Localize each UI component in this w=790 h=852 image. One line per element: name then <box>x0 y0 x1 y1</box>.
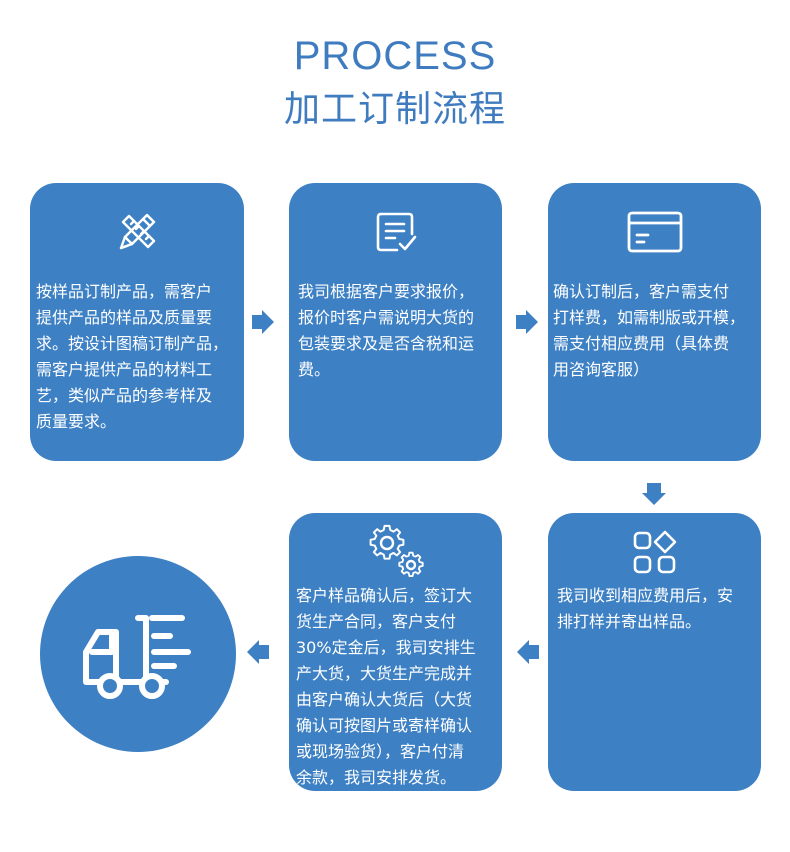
gears-icon <box>367 523 427 583</box>
arrow-right-icon <box>252 310 274 338</box>
arrow-left-icon <box>247 640 269 668</box>
document-check-icon <box>373 209 419 259</box>
apps-grid-icon <box>631 529 679 581</box>
arrow-right-icon <box>516 310 538 338</box>
step-card-3: 确认订制后，客户需支付 打样费，如需制版或开模， 需支付相应费用（具体费 用咨询… <box>548 183 761 461</box>
payment-card-icon <box>626 210 684 258</box>
title-english: PROCESS <box>293 34 497 78</box>
shipping-circle <box>40 556 236 752</box>
pencil-ruler-icon <box>114 207 162 259</box>
arrow-down-icon <box>642 483 666 509</box>
step-text-5: 客户样品确认后，签订大 货生产合同，客户支付 30%定金后，我司安排生 产大货，… <box>296 586 476 787</box>
arrow-left-icon <box>517 640 539 668</box>
step-card-2: 我司根据客户要求报价， 报价时客户需说明大货的 包装要求及是否含税和运 费。 <box>289 183 502 461</box>
step-text-2: 我司根据客户要求报价， 报价时客户需说明大货的 包装要求及是否含税和运 费。 <box>298 282 475 379</box>
step-card-4: 我司收到相应费用后，安 排打样并寄出样品。 <box>548 513 761 791</box>
delivery-truck-icon <box>78 604 198 708</box>
step-card-5: 客户样品确认后，签订大 货生产合同，客户支付 30%定金后，我司安排生 产大货，… <box>289 513 502 791</box>
title-chinese: 加工订制流程 <box>283 89 506 130</box>
step-text-4: 我司收到相应费用后，安 排打样并寄出样品。 <box>557 586 734 631</box>
step-card-1: 按样品订制产品，需客户 提供产品的样品及质量要 求。按设计图稿订制产品， 需客户… <box>30 183 244 461</box>
step-text-1: 按样品订制产品，需客户 提供产品的样品及质量要 求。按设计图稿订制产品， 需客户… <box>36 282 229 431</box>
step-text-3: 确认订制后，客户需支付 打样费，如需制版或开模， 需支付相应费用（具体费 用咨询… <box>553 282 746 379</box>
